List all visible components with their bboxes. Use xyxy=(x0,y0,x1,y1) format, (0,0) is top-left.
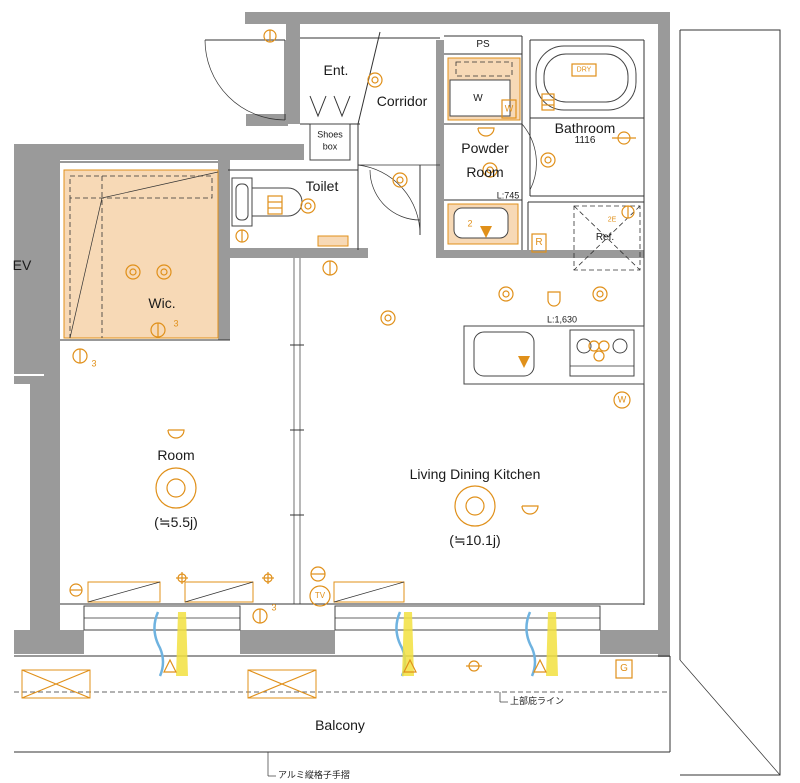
room-label-bathroom: Bathroom xyxy=(554,120,616,136)
adjacent-structure xyxy=(679,29,781,776)
faucet-icons xyxy=(480,131,636,368)
wic-storage xyxy=(63,169,219,339)
ceiling-light-ldk-icon xyxy=(454,485,496,527)
shoes-box-label-2: box xyxy=(322,141,338,152)
label-ev: EV xyxy=(12,257,32,273)
w-mark-icon: W xyxy=(504,103,514,114)
gas-burner-icon xyxy=(588,340,610,362)
bathroom-size: 1116 xyxy=(574,135,596,146)
tv-outlet-frame xyxy=(309,585,331,607)
note-aluminum-railing: アルミ縦格子手摺 xyxy=(278,770,350,780)
exhaust-fan-icons xyxy=(267,93,555,215)
tv-outlet-icon: TV xyxy=(314,591,326,600)
dim-kitchen-counter: L:1,630 xyxy=(546,314,578,325)
room-label-powder-1: Powder xyxy=(461,140,509,156)
washer-outlet-icon: W xyxy=(617,394,627,405)
count-3-room: 3 xyxy=(91,358,97,369)
room-area-room: (≒5.5j) xyxy=(154,514,198,530)
room-label-toilet: Toilet xyxy=(305,178,339,194)
count-2-powder: 2 xyxy=(467,218,473,229)
dry-button-icon: DRY xyxy=(576,66,592,74)
doors xyxy=(204,31,537,236)
bathtub xyxy=(530,45,644,119)
room-label-ps: PS xyxy=(476,39,490,50)
outlet-icons xyxy=(69,566,482,672)
ceiling-light-room-icon xyxy=(155,467,197,509)
count-2e-ref: 2E xyxy=(607,216,617,224)
balcony-area xyxy=(14,655,671,777)
dim-powder-counter: L:745 xyxy=(496,190,520,201)
shoes-box-label-1: Shoes xyxy=(317,129,343,140)
w-mark-frame xyxy=(501,99,517,119)
g-mark-frame xyxy=(615,659,633,679)
airflow-marks xyxy=(153,611,558,677)
room-label-ldk: Living Dining Kitchen xyxy=(409,466,541,482)
room-label-wic: Wic. xyxy=(148,295,176,311)
room-label-corridor: Corridor xyxy=(376,93,428,109)
dry-button-frame xyxy=(571,63,597,77)
powder-counter xyxy=(447,203,519,245)
room-label-room: Room xyxy=(157,447,195,463)
note-eave-line: 上部庇ライン xyxy=(510,696,565,706)
downlight-icons xyxy=(125,72,608,326)
room-label-powder-2: Room xyxy=(466,164,504,180)
room-label-balcony: Balcony xyxy=(315,717,365,733)
count-3-window: 3 xyxy=(271,602,277,613)
washer-area xyxy=(447,57,521,121)
count-3-wic: 3 xyxy=(173,318,179,329)
bracket-light-icons xyxy=(167,127,561,515)
windows xyxy=(83,581,601,631)
switch-icons xyxy=(72,29,635,624)
w-outlet-frame xyxy=(613,391,631,409)
shoes-box xyxy=(309,95,351,161)
walls xyxy=(14,12,670,657)
r-mark-icon: R xyxy=(535,237,543,248)
refrigerator xyxy=(573,205,641,271)
gas-meter-icon: G xyxy=(620,663,628,674)
room-label-entrance: Ent. xyxy=(323,62,349,78)
label-washer: W xyxy=(473,93,483,104)
room-area-ldk: (≒10.1j) xyxy=(449,532,501,548)
label-refrigerator: Ref. xyxy=(595,232,615,243)
kitchen-island xyxy=(463,325,645,385)
r-mark-frame xyxy=(531,233,547,253)
